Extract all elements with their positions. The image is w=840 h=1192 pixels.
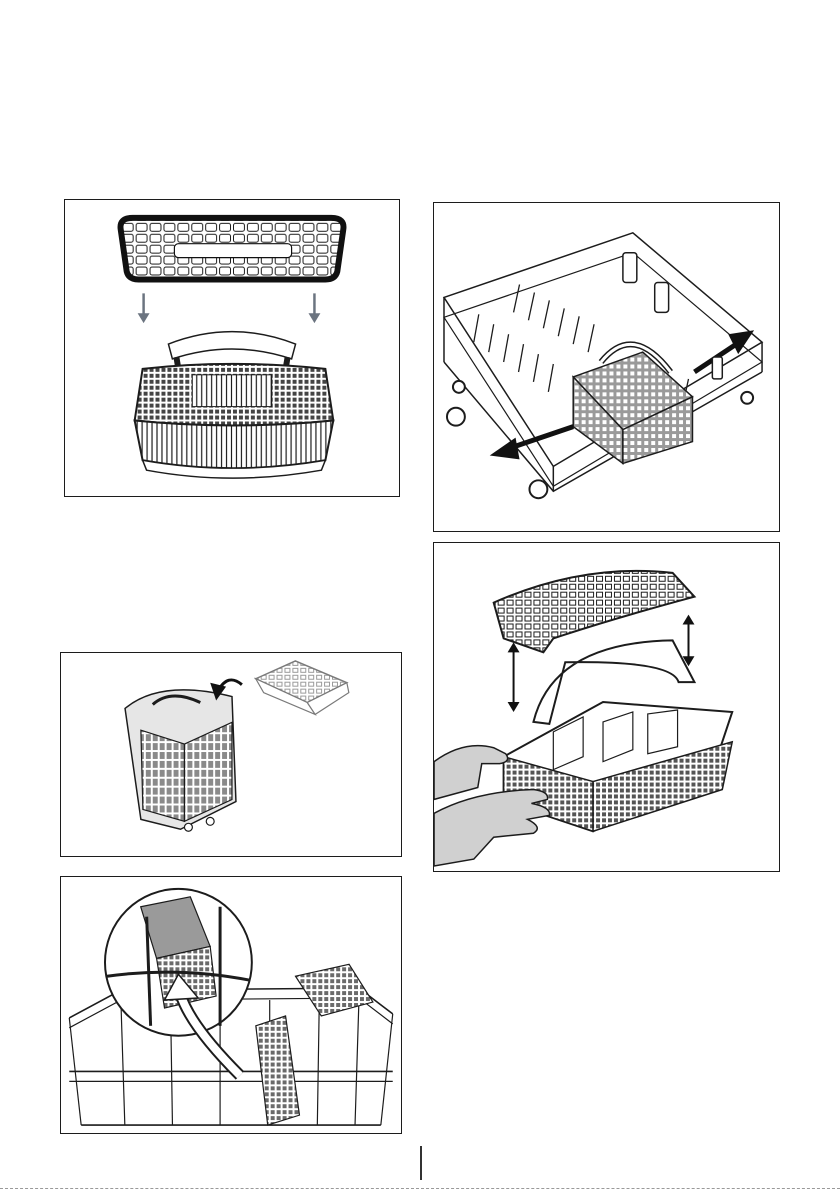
figure-basket-rack-detail <box>60 876 402 1134</box>
hands-basket-grid-lift-icon <box>434 543 779 871</box>
cutlery-basket-with-grid-icon <box>65 200 399 496</box>
figure-basket-grid-fold <box>60 652 402 857</box>
page-bottom-edge <box>0 1188 840 1189</box>
figure-basket-grid-lift <box>433 542 780 872</box>
single-basket-grid-fold-icon <box>61 653 401 856</box>
lower-rack-basket-slide-icon <box>434 203 779 531</box>
rack-zoom-detail-icon <box>61 877 401 1133</box>
figure-cutlery-basket-grid <box>64 199 400 497</box>
page-divider <box>420 1146 422 1180</box>
figure-basket-slide-in-rack <box>433 202 780 532</box>
